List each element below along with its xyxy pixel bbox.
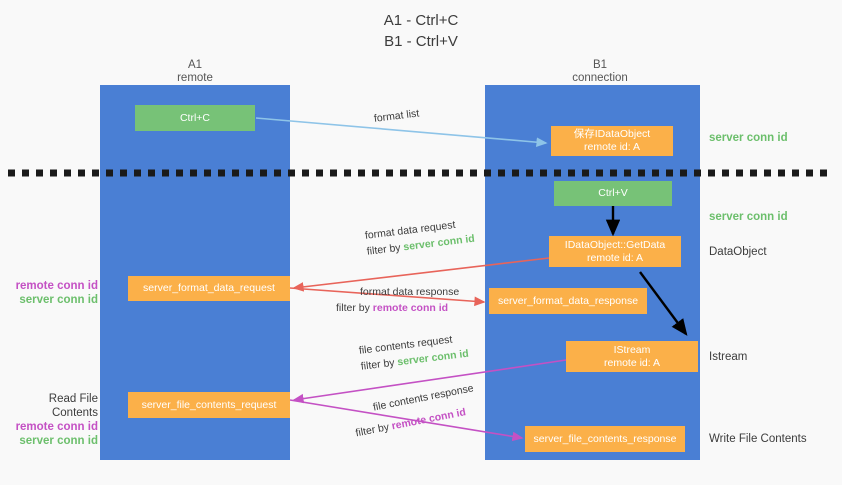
note-dataobject: DataObject [709,246,767,258]
note-write-file-contents: Write File Contents [709,433,807,445]
column-left-role: remote [177,72,213,84]
edge-label-format-list-text: format list [373,107,420,125]
note-group-format: remote conn id server conn id [8,279,98,307]
edge-label-format-list: format list [373,105,420,126]
node-server-format-data-response[interactable]: server_format_data_response [489,288,647,314]
note-remote-conn-id-2: remote conn id [15,421,98,433]
node-istream[interactable]: IStream remote id: A [566,341,698,372]
title-line-2: B1 - Ctrl+V [384,33,458,50]
node-server-file-contents-request-label: server_file_contents_request [141,398,277,411]
node-save-dataobject-line2: remote id: A [583,141,641,153]
node-istream-line2: remote id: A [603,356,661,369]
node-ctrl-v[interactable]: Ctrl+V [554,181,672,206]
node-getdata-line1: IDataObject::GetData [564,238,666,251]
node-istream-line1: IStream [613,343,651,356]
edge-filter-format-data-response: filter by remote conn id [336,300,459,316]
note-server-conn-id-1: server conn id [709,132,788,144]
column-header-left: A1 remote [140,59,250,85]
phase-divider [8,169,834,177]
note-server-conn-id-4: server conn id [19,435,98,447]
filter-prefix-1: filter by [366,241,405,258]
node-server-format-data-request[interactable]: server_format_data_request [128,276,290,301]
edge-label-format-data-request: format data request filter by server con… [364,215,476,260]
node-save-dataobject-line1: 保存IDataObject [573,128,651,140]
filter-prefix-3: filter by [360,356,399,373]
column-right-role: connection [572,72,628,84]
note-server-conn-id-3: server conn id [19,294,98,306]
edge-label-file-contents-response: file contents response filter by remote … [350,380,479,441]
filter-prefix-4: filter by [354,420,393,440]
node-server-file-contents-response[interactable]: server_file_contents_response [525,426,685,452]
note-server-conn-id-2: server conn id [709,211,788,223]
note-read-file-contents: Read File Contents [48,393,98,419]
note-istream: Istream [709,351,748,363]
node-server-format-data-request-label: server_format_data_request [143,282,275,294]
filter-prefix-2: filter by [336,302,373,314]
node-server-file-contents-response-label: server_file_contents_response [533,432,677,445]
node-ctrl-v-label: Ctrl+V [598,187,628,199]
title-line-1: A1 - Ctrl+C [383,12,459,29]
page-title: A1 - Ctrl+C B1 - Ctrl+V [0,10,842,52]
note-remote-conn-id-1: remote conn id [15,280,98,292]
edge-label-format-data-response: format data response filter by remote co… [336,284,459,316]
edge-label-file-contents-request: file contents request filter by server c… [358,330,470,375]
node-ctrl-c[interactable]: Ctrl+C [135,105,255,131]
column-right-name: B1 [592,59,608,71]
column-left-name: A1 [187,59,203,71]
node-server-format-data-response-label: server_format_data_response [497,294,639,307]
column-header-right: B1 connection [540,59,660,85]
node-server-file-contents-request[interactable]: server_file_contents_request [128,392,290,418]
node-getdata[interactable]: IDataObject::GetData remote id: A [549,236,681,267]
node-save-dataobject[interactable]: 保存IDataObject remote id: A [551,126,673,156]
edge-label-format-data-response-text: format data response [360,286,460,298]
node-getdata-line2: remote id: A [586,251,644,264]
node-ctrl-c-label: Ctrl+C [179,111,211,124]
note-group-file: Read File Contents remote conn id server… [2,392,98,448]
filter-value-2: remote conn id [372,302,449,314]
